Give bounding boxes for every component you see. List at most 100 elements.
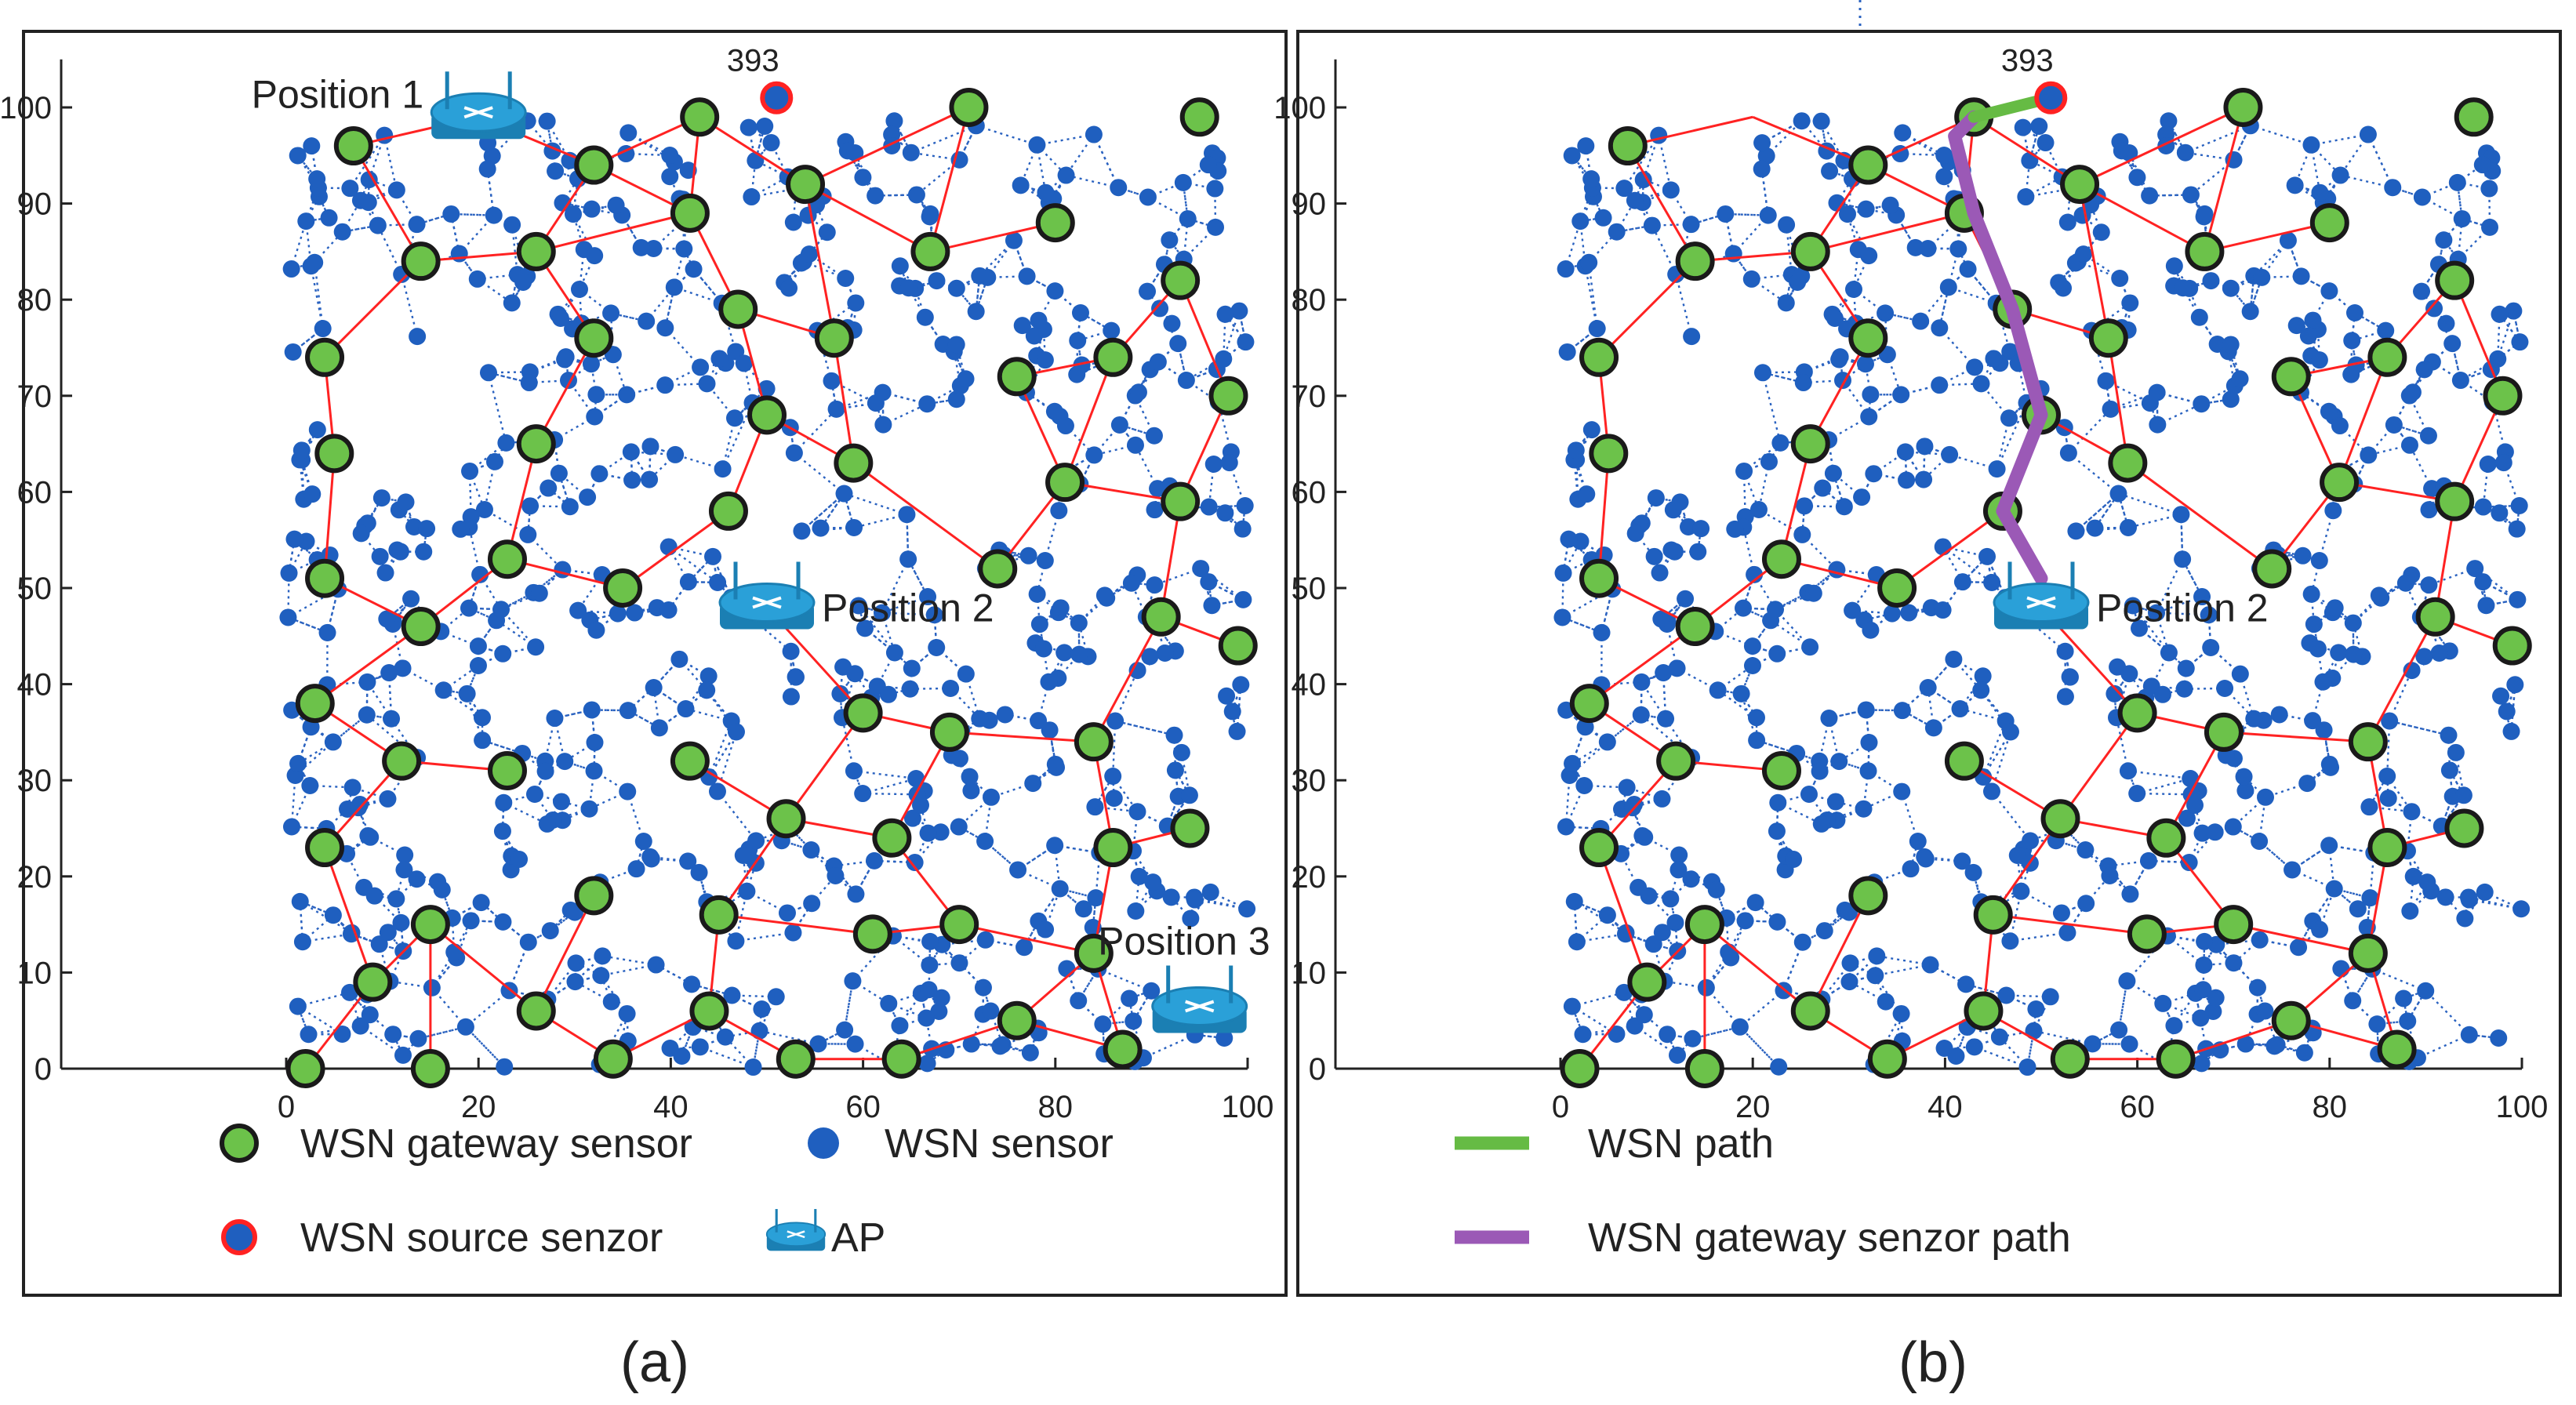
sensor-point bbox=[1812, 815, 1830, 833]
mesh-link bbox=[1938, 327, 1975, 368]
sensor-point bbox=[1692, 520, 1710, 538]
sensor-point bbox=[2305, 615, 2323, 634]
y-tick-label: 30 bbox=[17, 764, 53, 798]
gateway-link bbox=[852, 462, 999, 570]
mesh-link bbox=[2306, 766, 2331, 785]
sensor-point bbox=[485, 206, 503, 224]
sensor-point bbox=[1862, 621, 1880, 639]
router-icon bbox=[1151, 965, 1248, 1033]
mesh-link bbox=[384, 549, 398, 574]
sensor-point bbox=[1634, 171, 1652, 189]
sensor-point bbox=[874, 383, 892, 401]
sensor-point bbox=[376, 564, 394, 582]
mesh-link bbox=[1640, 497, 1657, 524]
mesh-link bbox=[2444, 896, 2466, 920]
sensor-point bbox=[1141, 648, 1159, 666]
gateway-link bbox=[891, 732, 951, 839]
sensor-point bbox=[1959, 260, 1977, 278]
sensor-point bbox=[1161, 231, 1179, 249]
sensor-point bbox=[2241, 303, 2259, 321]
mesh-link bbox=[630, 452, 634, 481]
sensor-point bbox=[358, 673, 376, 691]
sensor-point bbox=[921, 956, 939, 974]
sensor-point bbox=[340, 983, 358, 1001]
mesh-link bbox=[2303, 1028, 2313, 1054]
mesh-link bbox=[1849, 975, 1876, 983]
sensor-point bbox=[709, 573, 727, 591]
mesh-link bbox=[291, 709, 312, 728]
sensor-point bbox=[434, 681, 452, 699]
sensor-point bbox=[1757, 147, 1775, 165]
mesh-link bbox=[2174, 1017, 2201, 1027]
sensor-point bbox=[1103, 321, 1121, 339]
mesh-link bbox=[899, 265, 917, 289]
sensor-point bbox=[1041, 721, 1059, 739]
mesh-link bbox=[2064, 651, 2071, 677]
sensor-point bbox=[289, 147, 307, 165]
mesh-link bbox=[2127, 770, 2191, 780]
mesh-link bbox=[1135, 890, 1158, 912]
sensor-point bbox=[710, 350, 728, 368]
sensor-point bbox=[1046, 282, 1064, 300]
sensor-point bbox=[1668, 1046, 1686, 1064]
sensor-point bbox=[1230, 302, 1248, 320]
sensor-point bbox=[918, 395, 936, 413]
mesh-link bbox=[2091, 330, 2107, 382]
mesh-link bbox=[2020, 862, 2032, 892]
mesh-link bbox=[699, 1036, 726, 1048]
sensor-point bbox=[690, 863, 708, 881]
sensor-point bbox=[2109, 485, 2127, 503]
sensor-point bbox=[1896, 443, 1914, 461]
sensor-point bbox=[2311, 183, 2329, 201]
sensor-point bbox=[550, 464, 568, 482]
sensor-point bbox=[471, 565, 489, 583]
mesh-link bbox=[2432, 343, 2454, 363]
router-icon bbox=[430, 71, 527, 140]
mesh-link bbox=[2366, 898, 2371, 928]
sensor-point bbox=[394, 659, 412, 677]
gateway-link bbox=[699, 115, 806, 186]
sensor-point bbox=[495, 793, 513, 811]
sensor-point bbox=[2128, 169, 2146, 187]
sensor-point bbox=[2182, 770, 2200, 788]
sensor-point bbox=[1900, 604, 1918, 622]
sensor-point bbox=[1180, 786, 1198, 804]
legend-item: WSN source senzor bbox=[221, 1215, 663, 1261]
mesh-link bbox=[664, 327, 701, 368]
mesh-link bbox=[416, 878, 443, 891]
sensor-point bbox=[282, 818, 300, 836]
sensor-point bbox=[743, 188, 761, 206]
sensor-point bbox=[2102, 400, 2120, 418]
mesh-link bbox=[808, 231, 828, 255]
mesh-link bbox=[1036, 593, 1059, 614]
gateway-sensor-point bbox=[1074, 722, 1114, 762]
mesh-link bbox=[711, 556, 719, 583]
gateway-sensor-point bbox=[574, 318, 614, 358]
mesh-link bbox=[927, 398, 957, 405]
sensor-point bbox=[1934, 538, 1952, 556]
mesh-link bbox=[1924, 445, 1950, 456]
source-label: 393 bbox=[727, 44, 779, 78]
mesh-link bbox=[650, 445, 676, 456]
sensor-point bbox=[928, 272, 946, 290]
mesh-link bbox=[1838, 358, 1866, 365]
sensor-point bbox=[408, 216, 426, 234]
legend-item: WSN sensor bbox=[808, 1121, 1114, 1167]
sensor-point bbox=[342, 925, 360, 943]
sensor-point bbox=[1070, 992, 1088, 1010]
sensor-point bbox=[846, 143, 864, 162]
mesh-link bbox=[1782, 942, 1804, 991]
sensor-point bbox=[423, 978, 441, 997]
x-tick-label: 60 bbox=[2120, 1090, 2155, 1124]
sensor-point bbox=[1125, 1012, 1143, 1030]
sensor-point bbox=[1983, 573, 2001, 591]
y-tick-label: 80 bbox=[1292, 283, 1327, 318]
sensor-point bbox=[699, 667, 718, 685]
mesh-link bbox=[2068, 452, 2120, 495]
mesh-link bbox=[1231, 684, 1242, 712]
mesh-link bbox=[626, 1013, 629, 1041]
sensor-point bbox=[1571, 212, 1590, 231]
sensor-point bbox=[906, 854, 924, 872]
mesh-link bbox=[527, 506, 532, 535]
sensor-point bbox=[546, 710, 564, 728]
